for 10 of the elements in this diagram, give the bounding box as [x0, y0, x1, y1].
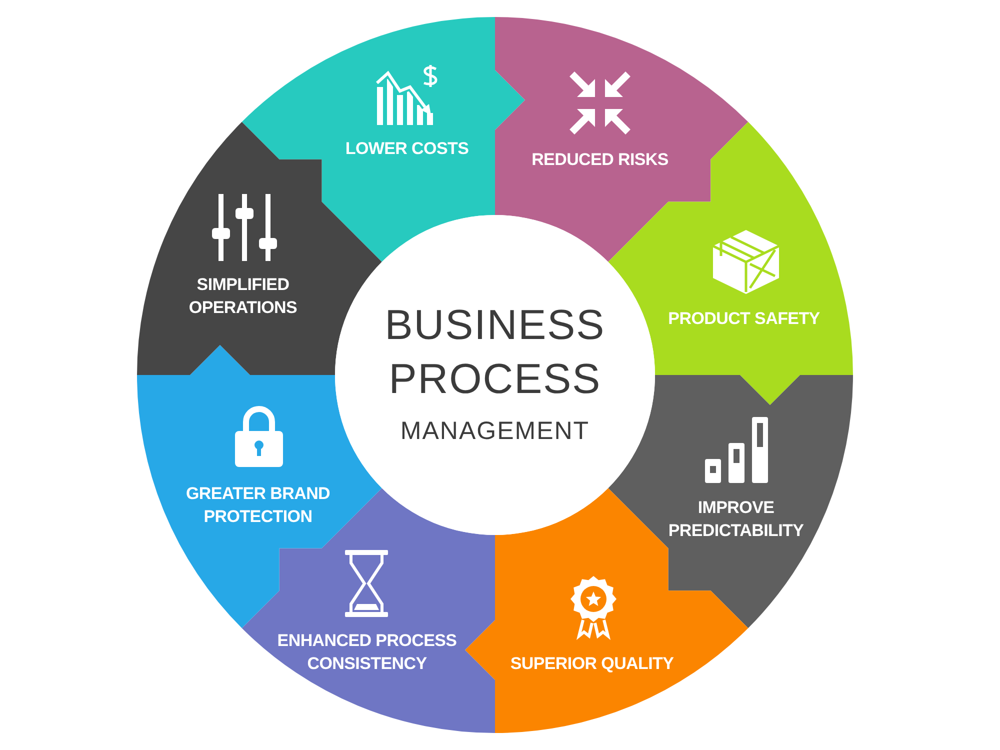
segment-label: ENHANCED PROCESS CONSISTENCY: [276, 630, 458, 675]
segment-label: LOWER COSTS: [344, 138, 470, 160]
center-subtitle: MANAGEMENT: [399, 416, 591, 446]
segment-label: IMPROVE PREDICTABILITY: [667, 497, 805, 542]
segment-label: REDUCED RISKS: [530, 148, 670, 170]
segment-label: PRODUCT SAFETY: [667, 308, 821, 330]
segment-label: SUPERIOR QUALITY: [509, 652, 675, 674]
center-title: BUSINESS PROCESS: [384, 300, 606, 404]
segment-label: GREATER BRAND PROTECTION: [184, 483, 332, 528]
segment-label: SIMPLIFIED OPERATIONS: [188, 274, 298, 319]
